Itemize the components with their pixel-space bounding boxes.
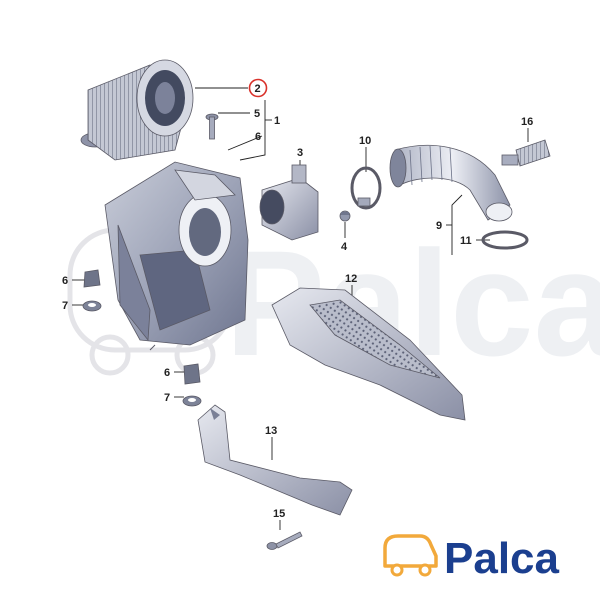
washer-7-lower [182, 395, 202, 407]
air-filter-housing [104, 161, 249, 351]
bolt-4 [339, 210, 351, 222]
callout-6-left: 6 [62, 275, 68, 287]
callout-2-ring [248, 78, 268, 98]
hose-clamp-11 [481, 230, 529, 250]
callout-16: 16 [521, 116, 533, 128]
callout-1: 1 [274, 115, 280, 127]
wheel-icon-front [390, 563, 404, 577]
screw-15 [266, 531, 303, 550]
callout-7-left: 7 [62, 300, 68, 312]
palca-logo: Palca [383, 534, 560, 583]
callout-7-lower: 7 [164, 392, 170, 404]
callout-5: 5 [254, 108, 260, 120]
sleeve-16 [501, 139, 551, 167]
callout-13: 13 [265, 425, 277, 437]
palca-logo-text: Palca [444, 534, 560, 583]
callout-4: 4 [341, 241, 348, 253]
callout-15: 15 [273, 508, 285, 520]
air-filter-element [80, 59, 194, 161]
callout-6-lower: 6 [164, 367, 170, 379]
intake-hose-9 [389, 144, 513, 222]
callout-10: 10 [359, 135, 371, 147]
callout-2: 2 [255, 83, 261, 95]
callout-11: 11 [460, 235, 472, 247]
callout-12: 12 [345, 273, 357, 285]
mass-air-sensor-3 [259, 164, 319, 241]
car-icon [383, 534, 438, 568]
callout-6-top: 6 [255, 131, 261, 143]
bracket-13 [197, 404, 353, 516]
wheel-icon-rear [418, 563, 432, 577]
grommet-6-left [83, 269, 101, 288]
grommet-6-lower [183, 363, 201, 385]
callout-3: 3 [297, 147, 303, 159]
hose-clamp-10 [350, 166, 382, 210]
callout-9: 9 [436, 220, 442, 232]
washer-7-left [82, 300, 102, 312]
air-duct-12 [271, 287, 466, 421]
callout-labels: 2 1 3 4 5 6 6 6 7 7 9 10 11 12 13 15 16 [62, 78, 533, 520]
screw-5 [205, 113, 219, 140]
